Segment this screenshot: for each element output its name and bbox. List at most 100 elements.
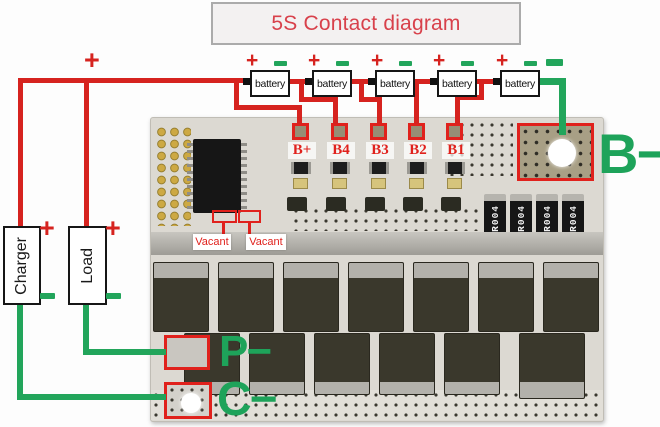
wire-load-green-v xyxy=(83,301,89,355)
mosfet xyxy=(519,333,585,399)
battery-terminal xyxy=(305,78,312,85)
pad-b2 xyxy=(408,123,425,140)
vacant-pad-box-2 xyxy=(238,210,261,223)
mosfet xyxy=(379,333,435,395)
shunt-resistor-3: R004 xyxy=(536,194,558,242)
wire-bminus-v xyxy=(559,78,566,135)
shunt-text-3: R004 xyxy=(541,204,553,232)
wire-b4-v1 xyxy=(299,83,304,102)
pad-label-b-plus: B+ xyxy=(288,142,316,159)
mosfet xyxy=(153,262,209,332)
wire-b3-v2 xyxy=(377,97,382,124)
shunt-text-4: R004 xyxy=(567,204,579,232)
shunt-resistor-2: R004 xyxy=(510,194,532,242)
wire-main-positive xyxy=(18,78,254,83)
mosfet xyxy=(283,262,339,332)
transistor xyxy=(326,197,346,211)
transistor xyxy=(365,197,385,211)
wire-b1-h xyxy=(455,95,484,100)
plus-icon: + xyxy=(496,49,509,72)
b-minus-pad xyxy=(517,123,594,181)
pad-label-b1: B1 xyxy=(442,142,470,159)
plus-icon: + xyxy=(246,49,259,72)
battery-box-1: battery xyxy=(250,70,290,97)
mosfet xyxy=(413,262,469,332)
plus-icon: + xyxy=(308,49,321,72)
p-minus-pad xyxy=(164,335,210,370)
minus-icon xyxy=(40,293,55,299)
charger-box: Charger xyxy=(3,226,41,305)
mosfet xyxy=(314,333,370,395)
vacant-text-2: Vacant xyxy=(249,236,283,248)
shunt-text-1: R004 xyxy=(489,204,501,232)
plus-icon: + xyxy=(84,45,100,75)
battery-label: battery xyxy=(317,77,347,90)
wire-b4-v2 xyxy=(333,97,338,124)
load-label: Load xyxy=(78,247,96,284)
minus-icon xyxy=(461,61,474,66)
c-minus-pad xyxy=(164,382,212,419)
resistor xyxy=(407,162,427,174)
pad-b1 xyxy=(446,123,463,140)
b-minus-icon xyxy=(546,59,563,66)
battery-label: battery xyxy=(380,77,410,90)
wire-b4-h xyxy=(299,97,338,102)
wire-b3-h xyxy=(359,97,382,102)
wire-charger-green-h xyxy=(17,394,166,400)
wire-charger-green-v xyxy=(17,301,23,400)
pad-b-plus xyxy=(292,123,309,140)
battery-terminal xyxy=(430,78,437,85)
minus-icon xyxy=(106,293,121,299)
battery-box-3: battery xyxy=(375,70,415,97)
plus-icon: + xyxy=(39,213,55,243)
shunt-resistor-4: R004 xyxy=(562,194,584,242)
pad-label-b2: B2 xyxy=(404,142,432,159)
page-title: 5S Contact diagram xyxy=(271,11,461,35)
shunt-text-2: R004 xyxy=(515,204,527,232)
minus-icon xyxy=(274,61,287,66)
resistor xyxy=(369,162,389,174)
transistor xyxy=(403,197,423,211)
wire-bplus-h xyxy=(234,105,302,110)
wire-b1-v2 xyxy=(455,95,460,124)
led xyxy=(409,178,424,189)
minus-icon xyxy=(524,61,537,66)
wire-series-link xyxy=(286,79,314,84)
c-minus-terminal-label: C− xyxy=(217,373,278,426)
wire-series-link xyxy=(411,79,439,84)
wire-bplus-v2 xyxy=(297,105,302,124)
wire-bminus-h xyxy=(537,78,566,85)
plus-icon: + xyxy=(371,49,384,72)
led xyxy=(371,178,386,189)
pad-label-b4: B4 xyxy=(327,142,355,159)
mosfet xyxy=(543,262,599,332)
pad-label-b3: B3 xyxy=(366,142,394,159)
pad-b3 xyxy=(370,123,387,140)
resistor xyxy=(445,162,465,174)
wire-load-down xyxy=(84,78,89,226)
b-minus-terminal-label: B− xyxy=(598,122,660,185)
pad-b4 xyxy=(331,123,348,140)
main-ic-chip xyxy=(193,139,241,213)
vacant-pad-box-1 xyxy=(212,210,237,223)
led xyxy=(447,178,462,189)
vacant-pointer-1 xyxy=(222,223,225,234)
p-minus-terminal-label: P− xyxy=(219,327,272,376)
title-box: 5S Contact diagram xyxy=(211,2,521,45)
transistor xyxy=(441,197,461,211)
c-minus-hole xyxy=(181,393,201,413)
battery-label: battery xyxy=(442,77,472,90)
via-field-mid xyxy=(291,206,501,231)
vacant-text-1: Vacant xyxy=(195,236,229,248)
resistor xyxy=(330,162,350,174)
battery-terminal xyxy=(243,78,250,85)
wire-bplus-v1 xyxy=(234,83,239,110)
led xyxy=(293,178,308,189)
mosfet xyxy=(478,262,534,332)
wire-series-link xyxy=(348,79,377,84)
resistor xyxy=(291,162,311,174)
mosfet xyxy=(249,333,305,395)
smd-cluster xyxy=(155,126,191,226)
ic-pins-left xyxy=(187,143,193,209)
